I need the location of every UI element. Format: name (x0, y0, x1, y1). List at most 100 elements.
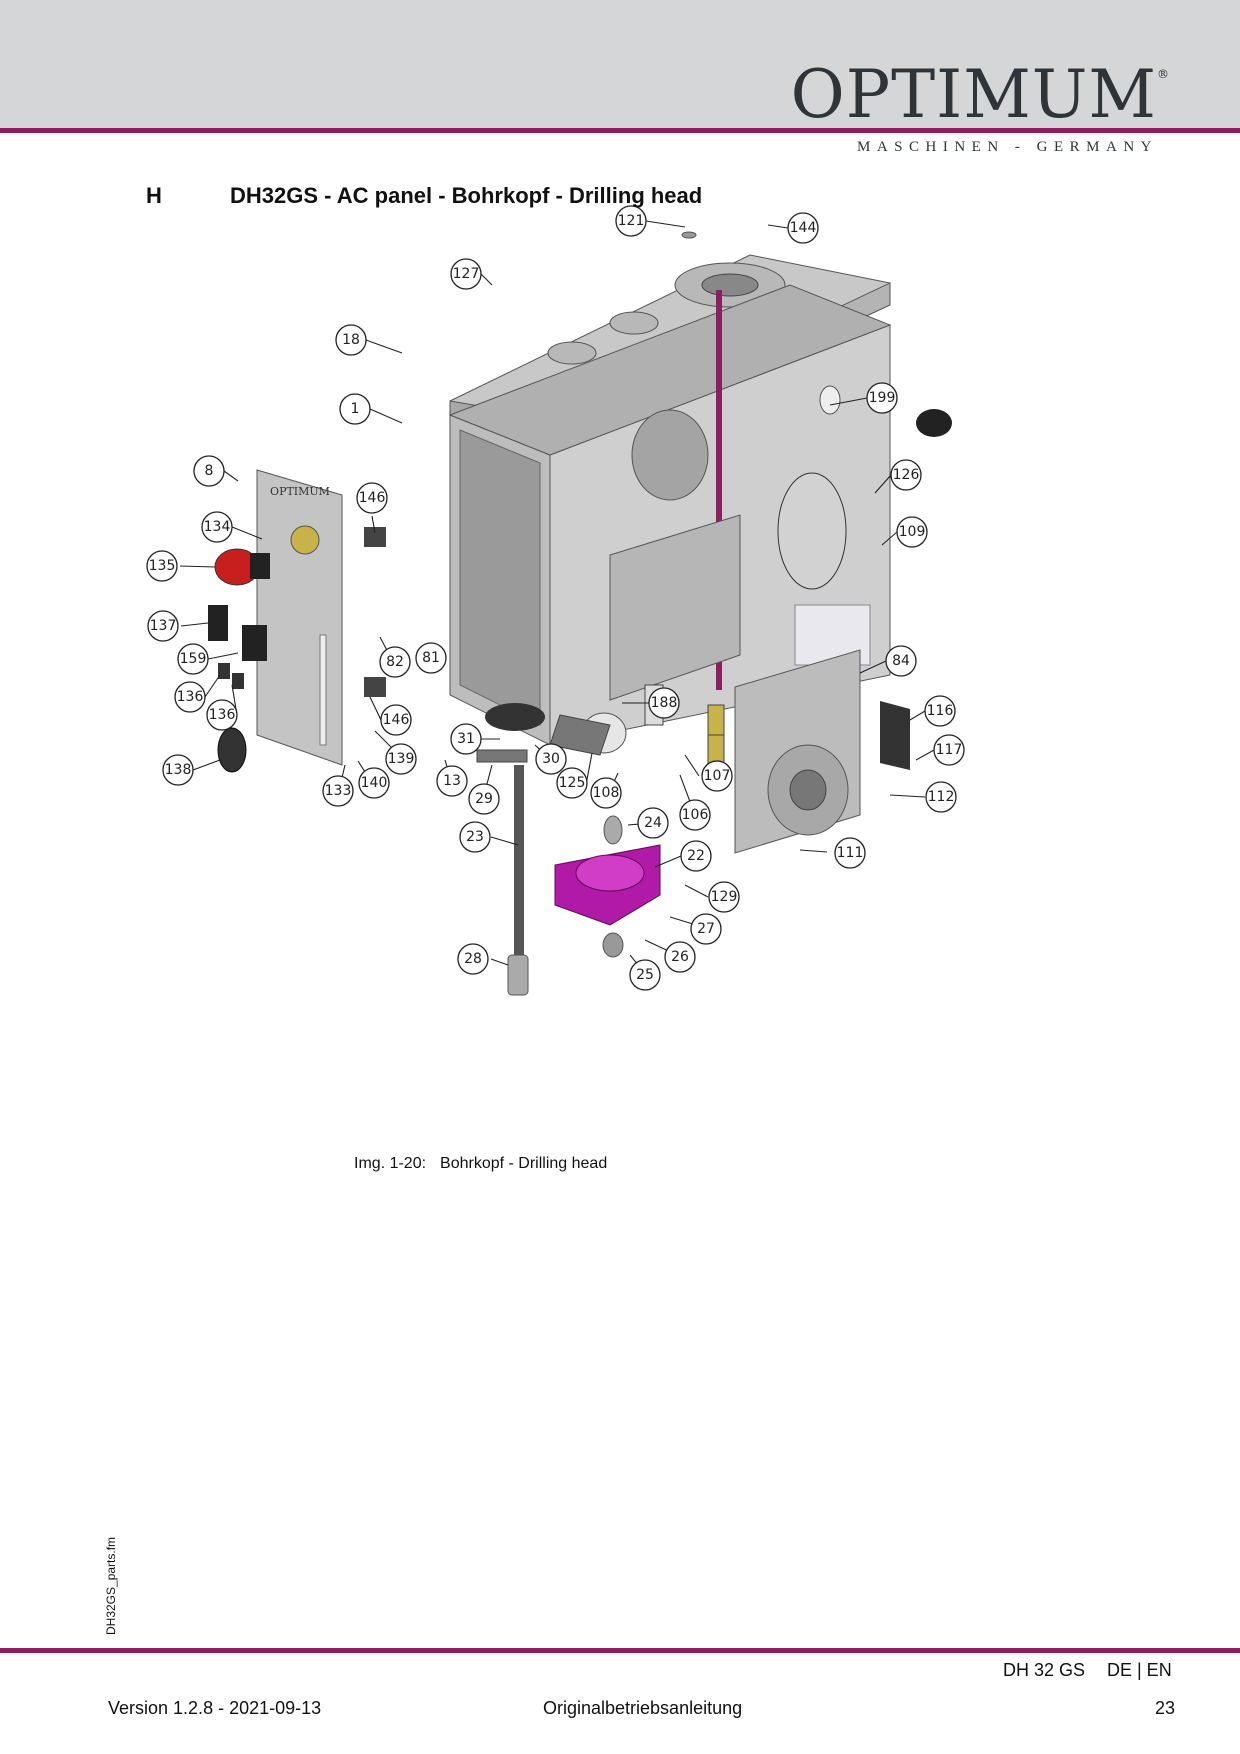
control-panel-plate: OPTIMUM (256, 469, 343, 766)
callout-117: 117 (933, 734, 965, 766)
round-cap (916, 409, 952, 437)
header-rule (0, 128, 1240, 133)
callout-117-label: 117 (936, 742, 963, 758)
callout-81: 81 (415, 642, 447, 674)
callout-1: 1 (339, 393, 371, 425)
callout-29: 29 (468, 783, 500, 815)
misc-parts (364, 527, 725, 766)
callout-26: 26 (664, 941, 696, 973)
callout-25: 25 (629, 959, 661, 991)
callout-23-label: 23 (466, 829, 484, 845)
footer-version: Version 1.2.8 - 2021-09-13 (108, 1698, 322, 1718)
callout-188-label: 188 (651, 695, 678, 711)
callout-106: 106 (679, 799, 711, 831)
registered-mark: ® (1157, 67, 1170, 81)
exploded-parts-diagram: OPTIMUM (146, 205, 965, 996)
brand-logo: OPTIMUM® (791, 62, 1170, 128)
inspection-lid (777, 472, 847, 590)
callout-109: 109 (896, 516, 928, 548)
callout-84: 84 (885, 645, 917, 677)
callout-146-top: 146 (356, 482, 388, 514)
callout-188: 188 (648, 687, 680, 719)
callout-144-label: 144 (790, 220, 817, 236)
callout-112-label: 112 (928, 789, 955, 805)
callout-31: 31 (450, 723, 482, 755)
footer-rule (0, 1648, 1240, 1653)
footer-model: DH 32 GS (1003, 1660, 1086, 1680)
callout-108: 108 (590, 777, 622, 809)
callout-30-label: 30 (542, 751, 560, 767)
callout-82-label: 82 (386, 654, 404, 670)
footer-document-type: Originalbetriebsanleitung (543, 1698, 743, 1718)
callout-127: 127 (450, 258, 482, 290)
callout-8: 8 (193, 455, 225, 487)
callout-146-bottom: 146 (380, 704, 412, 736)
callout-107: 107 (701, 760, 733, 792)
callout-126-label: 126 (893, 467, 920, 483)
callout-106-label: 106 (682, 807, 709, 823)
callout-134: 134 (201, 511, 233, 543)
callout-129: 129 (708, 881, 740, 913)
callout-13: 13 (436, 765, 468, 797)
callout-138: 138 (162, 754, 194, 786)
callout-27-label: 27 (697, 921, 715, 937)
switch-parts (208, 605, 267, 773)
panel-brand-print: OPTIMUM (270, 485, 330, 498)
callout-126: 126 (890, 459, 922, 491)
callout-24: 24 (637, 807, 669, 839)
callout-18-label: 18 (342, 332, 360, 348)
callout-29-label: 29 (475, 791, 493, 807)
callout-121-label: 121 (618, 213, 645, 229)
figure-caption: Img. 1-20:Bohrkopf - Drilling head (354, 1155, 621, 1173)
callout-112: 112 (925, 781, 957, 813)
callout-13-label: 13 (443, 773, 461, 789)
callout-144: 144 (787, 212, 819, 244)
page-number: 23 (1155, 1698, 1176, 1718)
callout-31-label: 31 (457, 731, 475, 747)
source-file-name: DH32GS_parts.fm (104, 1536, 118, 1635)
footer-languages: DE | EN (1107, 1660, 1172, 1680)
callout-27: 27 (690, 913, 722, 945)
callout-199: 199 (866, 382, 898, 414)
callout-22: 22 (680, 840, 712, 872)
callout-125-label: 125 (559, 775, 586, 791)
callout-82: 82 (379, 646, 411, 678)
callout-111-label: 111 (837, 845, 864, 861)
callout-116: 116 (924, 695, 956, 727)
callout-129-label: 129 (711, 889, 738, 905)
callout-135-label: 135 (149, 558, 176, 574)
logo-subtitle: MASCHINEN - GERMANY (856, 139, 1158, 155)
callout-137-label: 137 (150, 618, 177, 634)
section-title: DH32GS - AC panel - Bohrkopf - Drilling … (230, 183, 703, 208)
callout-18: 18 (335, 324, 367, 356)
callout-8-label: 8 (205, 463, 214, 479)
header-band (0, 0, 1240, 128)
callout-125: 125 (556, 767, 588, 799)
drilling-head-bracket (554, 815, 661, 958)
callout-140-label: 140 (361, 775, 388, 791)
logo-text: OPTIMUM (790, 56, 1157, 133)
callout-25-label: 25 (636, 967, 654, 983)
callout-26-label: 26 (671, 949, 689, 965)
callout-81-label: 81 (422, 650, 440, 666)
callout-136-lower: 136 (206, 699, 238, 731)
callout-1-label: 1 (351, 401, 360, 417)
callout-140: 140 (358, 767, 390, 799)
caption-text: Bohrkopf - Drilling head (440, 1155, 608, 1172)
callout-137: 137 (147, 610, 179, 642)
callout-133-label: 133 (325, 783, 352, 799)
callout-199-label: 199 (869, 390, 896, 406)
callout-24-label: 24 (644, 815, 662, 831)
callout-111: 111 (834, 837, 866, 869)
callout-135: 135 (146, 550, 178, 582)
main-housing (448, 284, 892, 746)
callout-146-bottom-label: 146 (383, 712, 410, 728)
callout-22-label: 22 (687, 848, 705, 864)
side-cover (734, 649, 910, 854)
shaft-assembly (507, 765, 529, 996)
callout-84-label: 84 (892, 653, 910, 669)
callout-109-label: 109 (899, 524, 926, 540)
callout-136-upper-label: 136 (177, 689, 204, 705)
callout-139: 139 (385, 743, 417, 775)
callout-138-label: 138 (165, 762, 192, 778)
